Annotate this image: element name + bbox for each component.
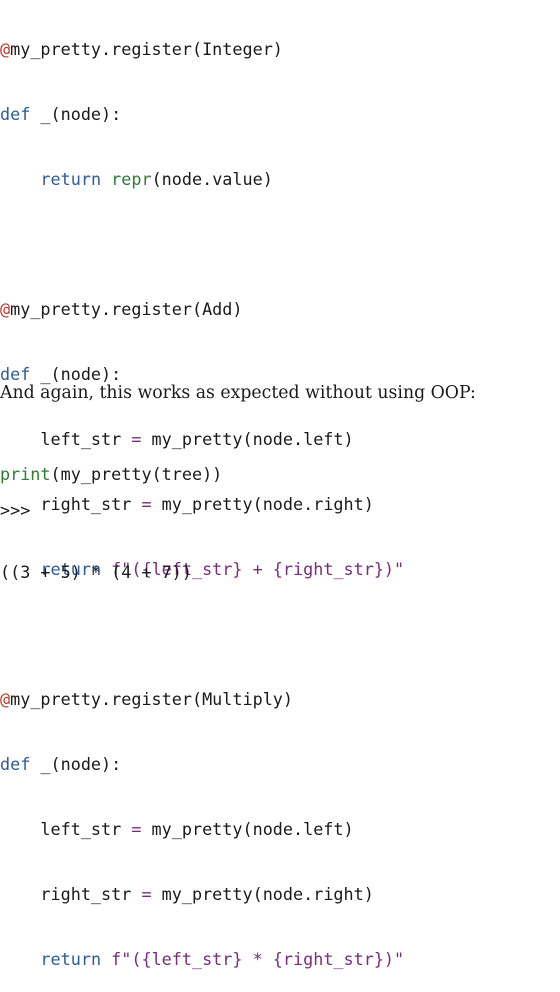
indent (0, 949, 40, 969)
function-signature: _(node): (30, 104, 122, 124)
output-result: ((3 + 5) * (4 + 7)) (0, 562, 192, 582)
assign-operator: = (141, 884, 152, 904)
assign-target: right_str (0, 884, 142, 904)
indent (0, 169, 40, 189)
repl-prompt: >>> (0, 500, 31, 520)
code-line: return f"({left_str} * {right_str})" (0, 947, 404, 972)
console-output: >>> ((3 + 5) * (4 + 7)) (0, 460, 192, 605)
blank-line (0, 232, 404, 257)
decorator-symbol: @ (0, 689, 11, 709)
assign-value: my_pretty(node.left) (141, 819, 354, 839)
assign-target: left_str (0, 819, 132, 839)
decorator-symbol: @ (0, 39, 11, 59)
function-signature: _(node): (30, 364, 122, 384)
assign-target: left_str (0, 429, 132, 449)
function-signature: _(node): (30, 754, 122, 774)
code-line: left_str = my_pretty(node.left) (0, 427, 404, 452)
code-line: left_str = my_pretty(node.left) (0, 817, 404, 842)
decorator-text: my_pretty.register(Integer) (10, 39, 283, 59)
keyword-return: return (40, 949, 102, 969)
space (101, 169, 111, 189)
call-args: (node.value) (151, 169, 273, 189)
builtin-repr: repr (111, 169, 152, 189)
keyword-def: def (0, 754, 31, 774)
builtin-print: print (0, 464, 51, 484)
code-line: @my_pretty.register(Multiply) (0, 687, 404, 712)
code-block-print-call: print(my_pretty(tree)) (0, 422, 222, 507)
keyword-def: def (0, 104, 31, 124)
decorator-symbol: @ (0, 299, 11, 319)
code-line: @my_pretty.register(Integer) (0, 37, 404, 62)
blank-line (0, 622, 404, 647)
code-line: def _(node): (0, 102, 404, 127)
keyword-def: def (0, 364, 31, 384)
code-line: return repr(node.value) (0, 167, 404, 192)
assign-operator: = (141, 494, 152, 514)
assign-value: my_pretty(node.right) (151, 884, 374, 904)
code-line: print(my_pretty(tree)) (0, 462, 222, 487)
prose-paragraph: And again, this works as expected withou… (0, 383, 476, 403)
code-line: def _(node): (0, 752, 404, 777)
keyword-return: return (40, 169, 102, 189)
decorator-text: my_pretty.register(Add) (10, 299, 243, 319)
assign-operator: = (131, 819, 142, 839)
fstring-literal: f"({left_str} * {right_str})" (101, 949, 405, 969)
code-line: @my_pretty.register(Add) (0, 297, 404, 322)
code-line: def _(node): (0, 362, 404, 387)
assign-operator: = (131, 429, 142, 449)
assign-value: my_pretty(node.left) (141, 429, 354, 449)
code-line: right_str = my_pretty(node.right) (0, 882, 404, 907)
decorator-text: my_pretty.register(Multiply) (10, 689, 293, 709)
call-args: (my_pretty(tree)) (50, 464, 223, 484)
